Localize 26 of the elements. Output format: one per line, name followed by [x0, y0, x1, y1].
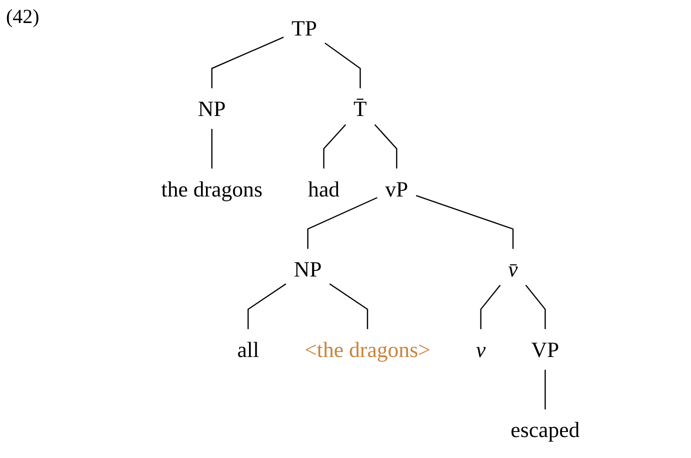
- connector: [480, 284, 501, 330]
- node-text: TP: [292, 16, 317, 41]
- node-text: escaped: [510, 417, 580, 442]
- connector: [329, 283, 368, 330]
- node-text: all: [237, 337, 260, 362]
- connector: [248, 283, 286, 330]
- connector: [324, 42, 361, 88]
- node-text: v̄: [508, 256, 518, 282]
- connector: [416, 195, 514, 249]
- node-text: v: [476, 337, 486, 362]
- node-text: T̄: [354, 96, 367, 121]
- connector: [211, 128, 212, 169]
- example-number: (42): [6, 6, 40, 29]
- node-text: had: [308, 176, 340, 202]
- node-text: the dragons: [161, 176, 262, 202]
- node-text: <the dragons>: [304, 337, 430, 362]
- connector: [374, 124, 398, 169]
- connector: [323, 124, 346, 169]
- node-text: NP: [198, 96, 226, 121]
- node-text: VP: [531, 337, 560, 362]
- connector: [544, 370, 546, 410]
- connector: [525, 284, 546, 330]
- connector: [211, 36, 284, 88]
- node-text: vP: [385, 176, 408, 202]
- connector: [307, 197, 378, 249]
- node-text: NP: [294, 256, 322, 282]
